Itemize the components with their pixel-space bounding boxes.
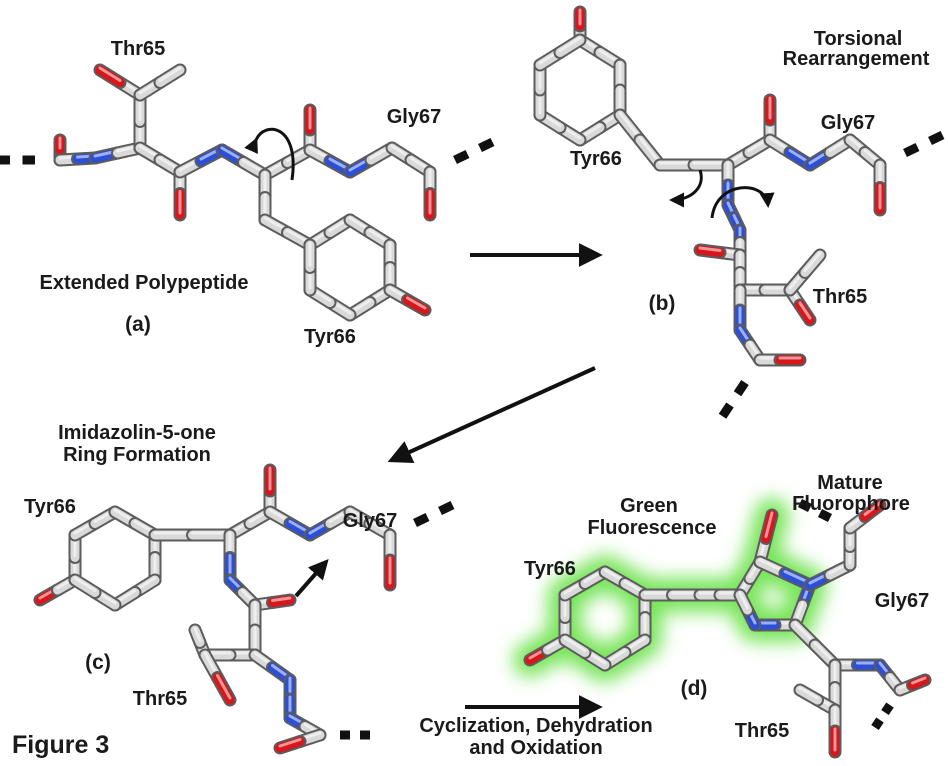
panel-c-bond-16-half2-highlight xyxy=(271,596,292,602)
panel-d-bond-17-half2-highlight xyxy=(863,501,882,516)
panel-c-c-terminus-dash-1 xyxy=(413,512,430,528)
torsion-arrow-panel-b-left xyxy=(669,169,703,208)
panel-d-residue-thr65: Thr65 xyxy=(734,720,790,742)
panel-d-bond-21-half2-highlight xyxy=(911,676,927,685)
panel-c-bond-24-half2-highlight xyxy=(278,738,302,748)
torsion-arrows xyxy=(244,127,775,219)
panel-d-title-line1: Mature xyxy=(817,472,883,494)
panel-d-bond-6-half2-highlight xyxy=(563,636,587,652)
panel-d-title-line2: Fluorophore xyxy=(792,493,910,515)
panel-d-n-terminus-dash-2 xyxy=(871,717,884,730)
panel-d-n-terminus-dash-1 xyxy=(881,702,894,715)
panel-d-bond-10-half2-highlight xyxy=(764,511,774,538)
panel-a-bond-5-half2 xyxy=(155,65,185,87)
panel-b-n-terminus-dash-2 xyxy=(718,402,734,419)
panel-b-residue-thr65: Thr65 xyxy=(812,286,868,308)
panel-a-bond-24-half2 xyxy=(403,295,430,315)
panel-d-bond-21-half2 xyxy=(908,675,930,690)
panel-d-glow-label-line2: Fluorescence xyxy=(587,517,717,539)
arrow-b-to-c xyxy=(387,366,596,464)
arrow-ring-closure xyxy=(294,559,329,598)
panel-d-residue-gly67: Gly67 xyxy=(874,590,930,612)
panel-b-bond-18-half2 xyxy=(695,245,725,257)
panel-d-bond-17-half2 xyxy=(860,500,885,521)
step-label-line2: and Oxidation xyxy=(469,737,603,759)
molecule-sticks xyxy=(0,5,945,759)
panel-b-residue-gly67: Gly67 xyxy=(820,112,876,134)
panel-d-letter: (d) xyxy=(680,677,708,700)
panel-d-c-terminus-dash-1 xyxy=(817,508,833,523)
panel-a-residue-thr65: Thr65 xyxy=(110,38,166,60)
panel-a-bond-4-half2 xyxy=(95,65,125,87)
panel-b-title-line2: Rearrangement xyxy=(782,48,930,70)
panel-c-title-line1: Imidazolin-5-one xyxy=(58,422,216,444)
panel-a-letter: (a) xyxy=(125,313,151,336)
panel-b-residue-tyr66: Tyr66 xyxy=(570,148,622,170)
panel-b-bond-18-half2-highlight xyxy=(698,246,722,252)
panel-c-title-line2: Ring Formation xyxy=(63,444,211,466)
panel-b-bond-7-half1-highlight xyxy=(618,111,642,140)
panel-c-residue-gly67: Gly67 xyxy=(342,510,398,532)
panel-a-c-terminus-dash-2 xyxy=(478,137,495,153)
figure-label: Figure 3 xyxy=(12,731,110,759)
panel-a-bond-4-half2-highlight xyxy=(98,66,122,82)
step-label-line1: Cyclization, Dehydration xyxy=(419,715,653,737)
panel-b-letter: (b) xyxy=(648,292,676,315)
panel-b-n-terminus-dash-1 xyxy=(733,380,749,397)
panel-d-bond-23-half2-highlight xyxy=(798,686,819,700)
panel-d-bond-6-half2 xyxy=(560,635,590,657)
panel-c-bond-24-half2 xyxy=(275,737,305,753)
panel-a-title: Extended Polypeptide xyxy=(39,272,249,294)
panel-c-bond-6-half2 xyxy=(70,575,100,597)
panel-b-c-terminus-dash-2 xyxy=(928,130,945,146)
panel-a-residue-tyr66: Tyr66 xyxy=(304,326,356,348)
panel-c-bond-19-half2-highlight xyxy=(193,626,202,642)
panel-c-bond-16-half2 xyxy=(268,595,295,607)
panel-b-bond-21-half2-highlight xyxy=(798,301,812,320)
panel-d-c-terminus-dash-2 xyxy=(797,498,813,513)
torsion-arrow-panel-a xyxy=(244,127,295,181)
panel-b-c-terminus-dash-1 xyxy=(903,142,920,158)
panel-c-bond-20-half2-highlight xyxy=(216,674,232,700)
panel-b-bond-6-half2 xyxy=(555,35,585,57)
panel-b-title-line1: Torsional xyxy=(813,28,903,50)
panel-d-bond-23-half2 xyxy=(795,685,822,705)
panel-a-c-terminus-dash-1 xyxy=(453,149,470,165)
panel-d-bond-14-half2-highlight xyxy=(738,591,749,610)
panel-b-bond-7-half2-highlight xyxy=(638,136,662,165)
panel-c-bond-6-half2-highlight xyxy=(73,576,97,592)
panel-c-c-terminus-dash-2 xyxy=(438,500,455,516)
reaction-arrows xyxy=(294,243,603,719)
panel-a-bond-5-half2-highlight xyxy=(158,66,182,82)
panel-c-residue-thr65: Thr65 xyxy=(132,688,188,710)
panel-b-bond-22-half2-highlight xyxy=(803,251,822,272)
panel-c-residue-tyr66: Tyr66 xyxy=(24,496,76,518)
panel-d-glow-label-line1: Green xyxy=(620,495,678,517)
panel-c-letter: (c) xyxy=(85,651,111,674)
panel-a-residue-gly67: Gly67 xyxy=(386,106,442,128)
panel-d-residue-tyr66: Tyr66 xyxy=(524,558,576,580)
panel-a-bond-24-half2-highlight xyxy=(406,296,427,310)
panel-b-bond-6-half2-highlight xyxy=(558,36,582,52)
torsion-arrow-panel-b-right xyxy=(710,186,775,219)
